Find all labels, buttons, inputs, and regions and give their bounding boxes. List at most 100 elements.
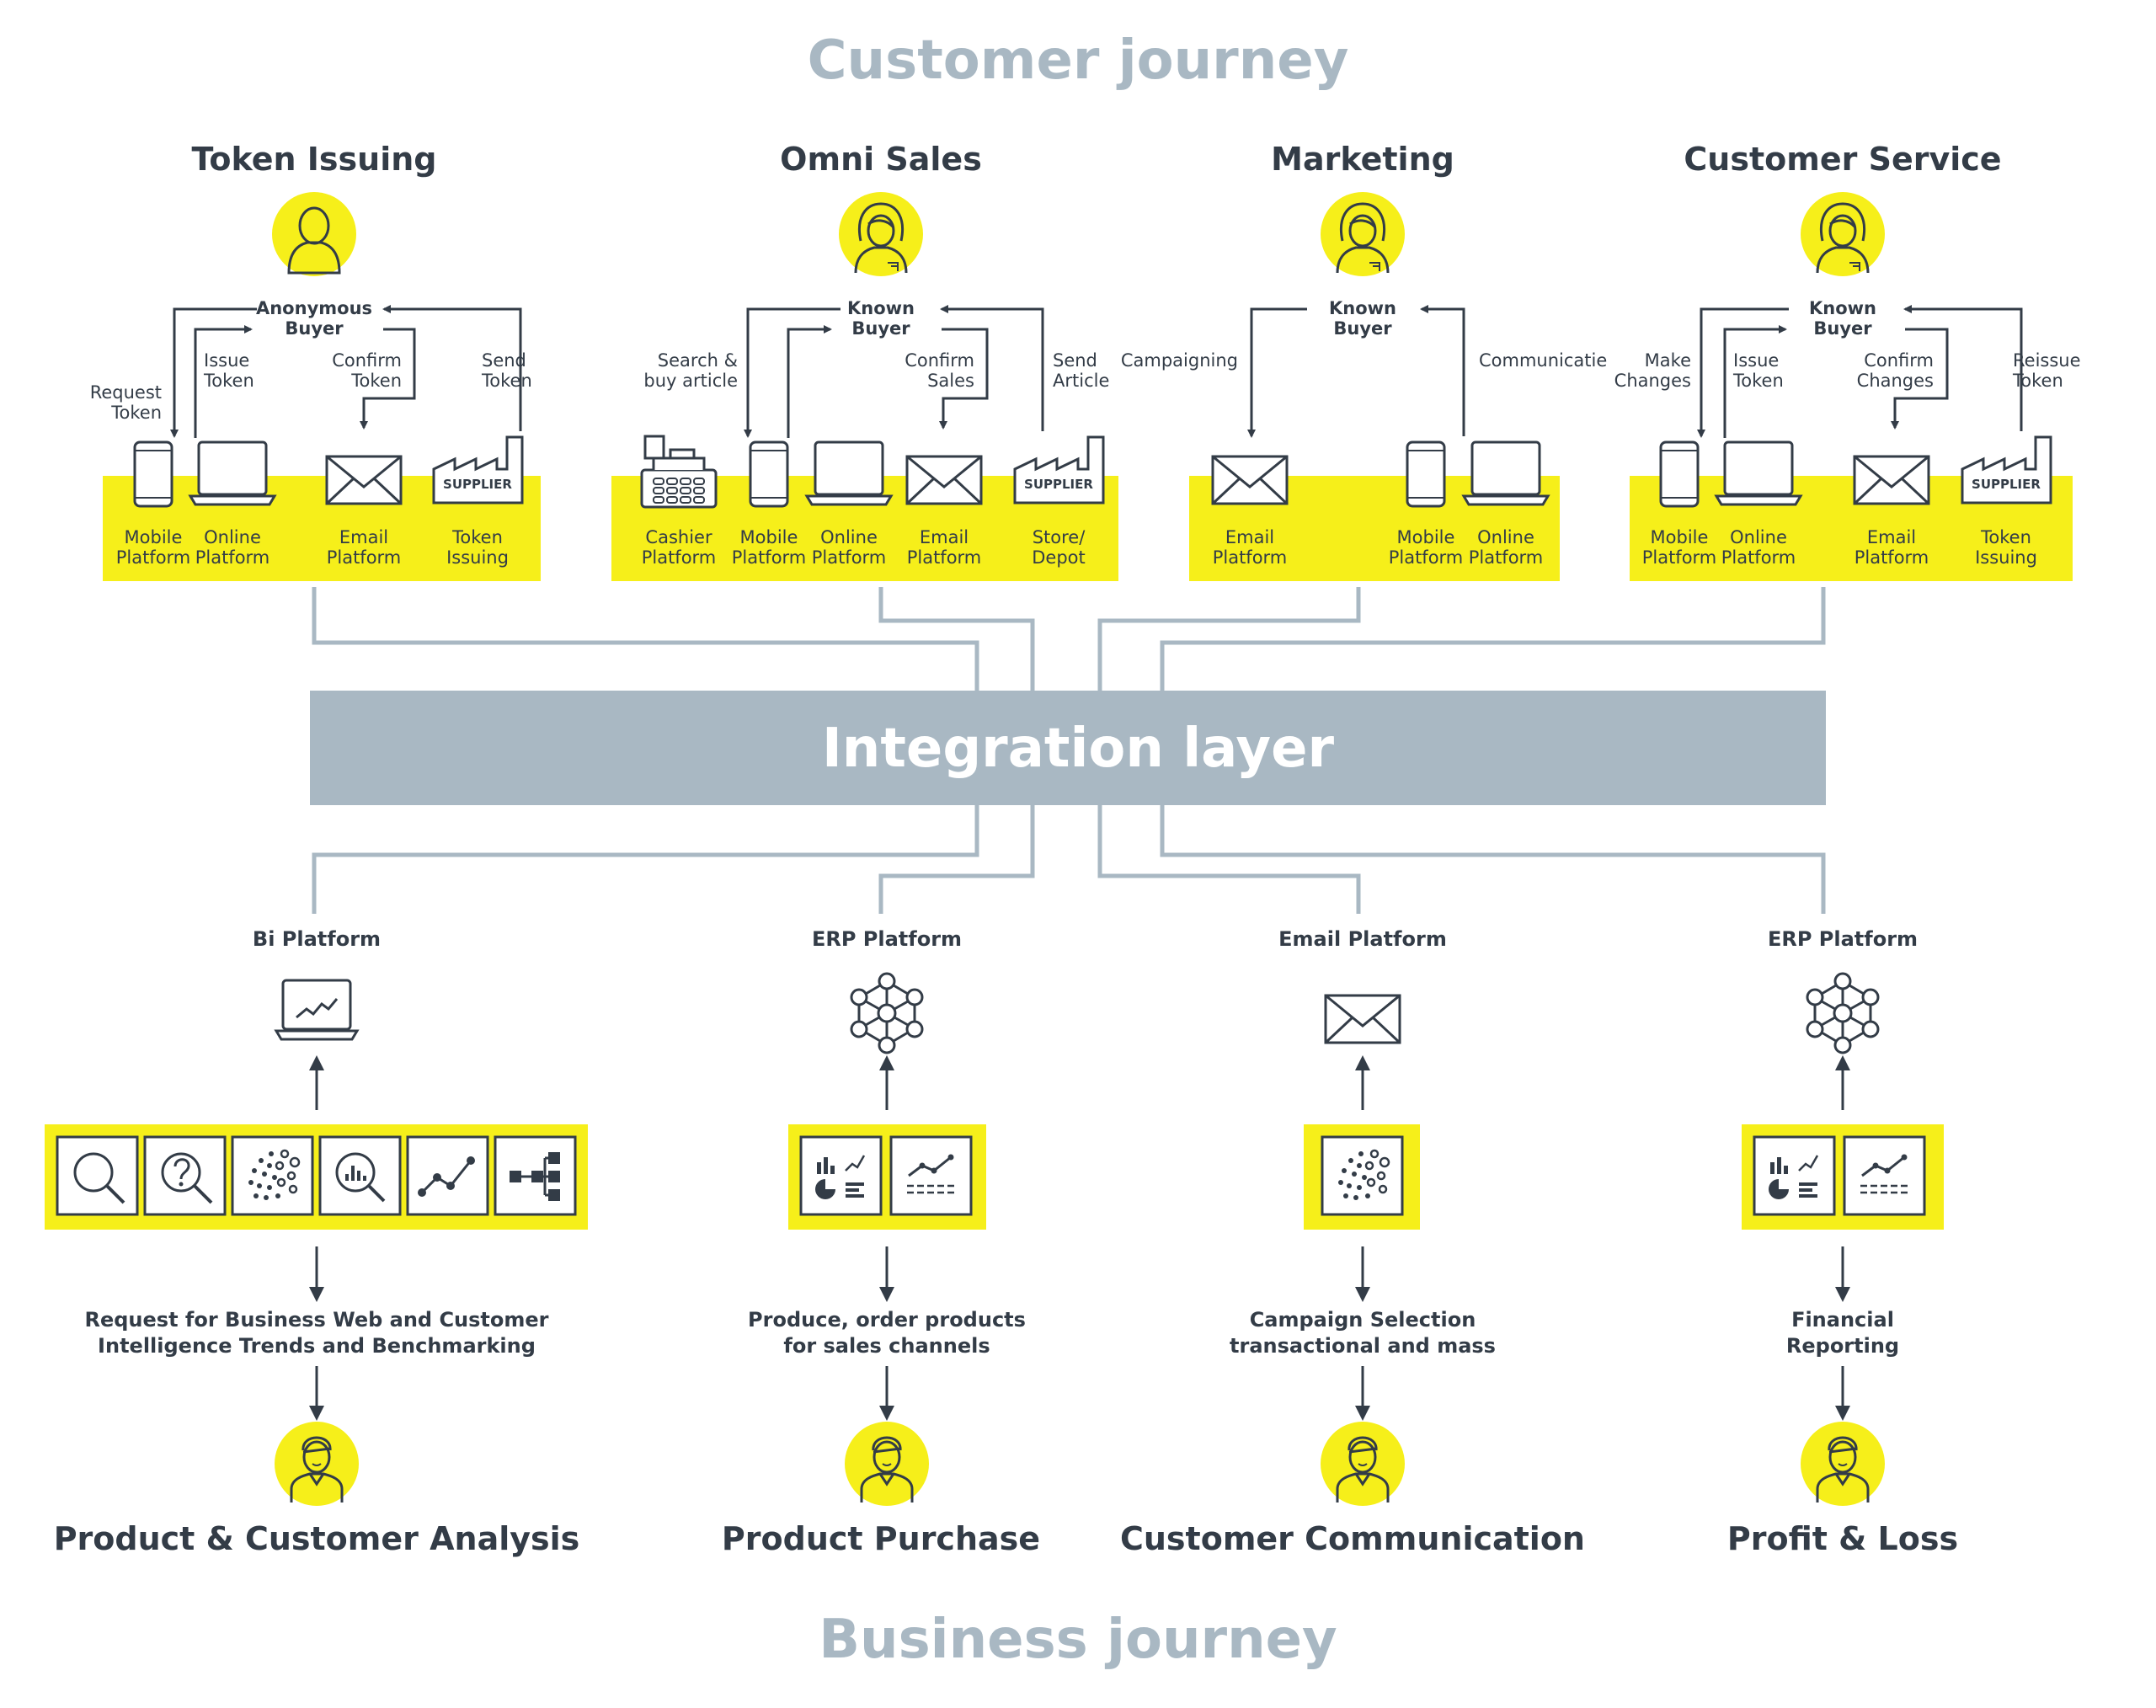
action-label: buy article [643,371,738,391]
platform-label: Store/ [1033,527,1086,547]
business-title: Product Purchase [722,1520,1040,1557]
action-label: Article [1053,371,1109,391]
action-label: Token [481,371,532,391]
persona-label: Buyer [1813,318,1872,339]
platform-label: Platform [642,547,717,568]
person-icon [1799,190,1886,278]
envelope-icon [905,455,983,505]
business-platform-label: ERP Platform [812,927,962,951]
business-platform-label: ERP Platform [1768,927,1918,951]
business-description: Financial [1791,1308,1894,1332]
action-label: Changes [1614,371,1691,391]
platform-label: Platform [1469,547,1544,568]
platform-label: Platform [1721,547,1796,568]
factory-icon [432,435,524,504]
section-marketing: Marketing Known Buyer Campaigning Commun… [1121,141,1607,581]
bi-laptop-icon [275,979,359,1041]
persona-label: Buyer [285,318,344,339]
section-token-issuing: Token Issuing Anonymous Buyer Request To… [90,141,541,581]
action-label: Issue [204,350,249,371]
section-omni-sales: Omni Sales Known Buyer Search & buy arti… [611,141,1118,581]
platform-label: Cashier [645,527,712,547]
action-label: Confirm [1864,350,1934,371]
footer-title: Business journey [819,1609,1337,1671]
platform-label: Token [451,527,503,547]
platform-label: Platform [195,547,270,568]
integration-connectors [312,587,1826,914]
persona-label: Buyer [851,318,910,339]
business-description: Request for Business Web and Customer [84,1308,548,1332]
platform-label: Platform [1642,547,1717,568]
action-label: Token [110,403,162,423]
person-icon [843,1420,931,1508]
platform-label: Online [1730,527,1787,547]
supplier-label: SUPPLIER [443,477,512,492]
laptop-icon [805,440,893,506]
action-label: Token [2012,371,2063,391]
business-description: transactional and mass [1230,1334,1496,1358]
action-label: Sales [927,371,974,391]
platform-label: Email [339,527,388,547]
platform-label: Platform [327,547,402,568]
mobile-icon [133,440,173,508]
action-label: Send [482,350,526,371]
business-platform-label: Bi Platform [253,927,381,951]
platform-label: Platform [732,547,807,568]
business-description: Intelligence Trends and Benchmarking [98,1334,536,1358]
platform-label: Mobile [1651,527,1709,547]
person-icon [1799,1420,1886,1508]
laptop-icon [1715,440,1802,506]
platform-label: Issuing [446,547,509,568]
network-icon [850,972,924,1054]
business-title: Customer Communication [1120,1520,1585,1557]
persona-label: Known [847,298,915,318]
action-label: Campaigning [1121,350,1238,371]
business-title: Profit & Loss [1727,1520,1958,1557]
person-icon [837,190,925,278]
envelope-icon [1853,455,1930,505]
platform-label: Email [1867,527,1916,547]
platform-label: Online [820,527,878,547]
envelope-icon [1324,994,1401,1044]
action-label: Token [203,371,254,391]
action-label: Token [1732,371,1784,391]
action-label: Reissue [2013,350,2081,371]
mobile-icon [749,440,789,508]
business-purchase: ERP Platform Produce, order products for… [722,927,1040,1557]
action-label: Token [350,371,402,391]
business-description: Campaign Selection [1250,1308,1476,1332]
tool-icons [799,1135,973,1216]
action-label: Search & [658,350,738,371]
platform-label: Online [1477,527,1534,547]
platform-label: Email [1225,527,1274,547]
platform-label: Platform [812,547,887,568]
persona-label: Buyer [1333,318,1392,339]
section-customer-service: Customer Service Known Buyer Make Change… [1614,141,2081,581]
persona-label: Known [1809,298,1876,318]
person-icon [1319,1420,1406,1508]
persona-label: Known [1329,298,1396,318]
section-title: Omni Sales [780,141,982,178]
supplier-label: SUPPLIER [1972,477,2041,492]
platform-label: Token [1980,527,2031,547]
platform-label: Mobile [125,527,183,547]
business-description: Produce, order products [748,1308,1026,1332]
platform-label: Issuing [1975,547,2037,568]
business-communication: Email Platform Campaign Selection transa… [1120,927,1585,1557]
tool-icons [1321,1135,1404,1216]
platform-label: Platform [907,547,982,568]
person-icon [270,190,358,278]
business-profit-loss: ERP Platform Financial Reporting Profit … [1727,927,1958,1557]
platform-label: Depot [1032,547,1086,568]
business-title: Product & Customer Analysis [54,1520,580,1557]
action-label: Communicatie [1479,350,1607,371]
cash-register-icon [640,435,718,509]
mobile-icon [1659,440,1700,508]
action-label: Request [90,382,162,403]
section-title: Customer Service [1684,141,2001,178]
platform-label: Platform [1213,547,1288,568]
platform-label: Email [920,527,969,547]
tool-icons [1753,1135,1926,1216]
integration-layer-label: Integration layer [822,718,1335,780]
section-title: Token Issuing [192,141,437,178]
